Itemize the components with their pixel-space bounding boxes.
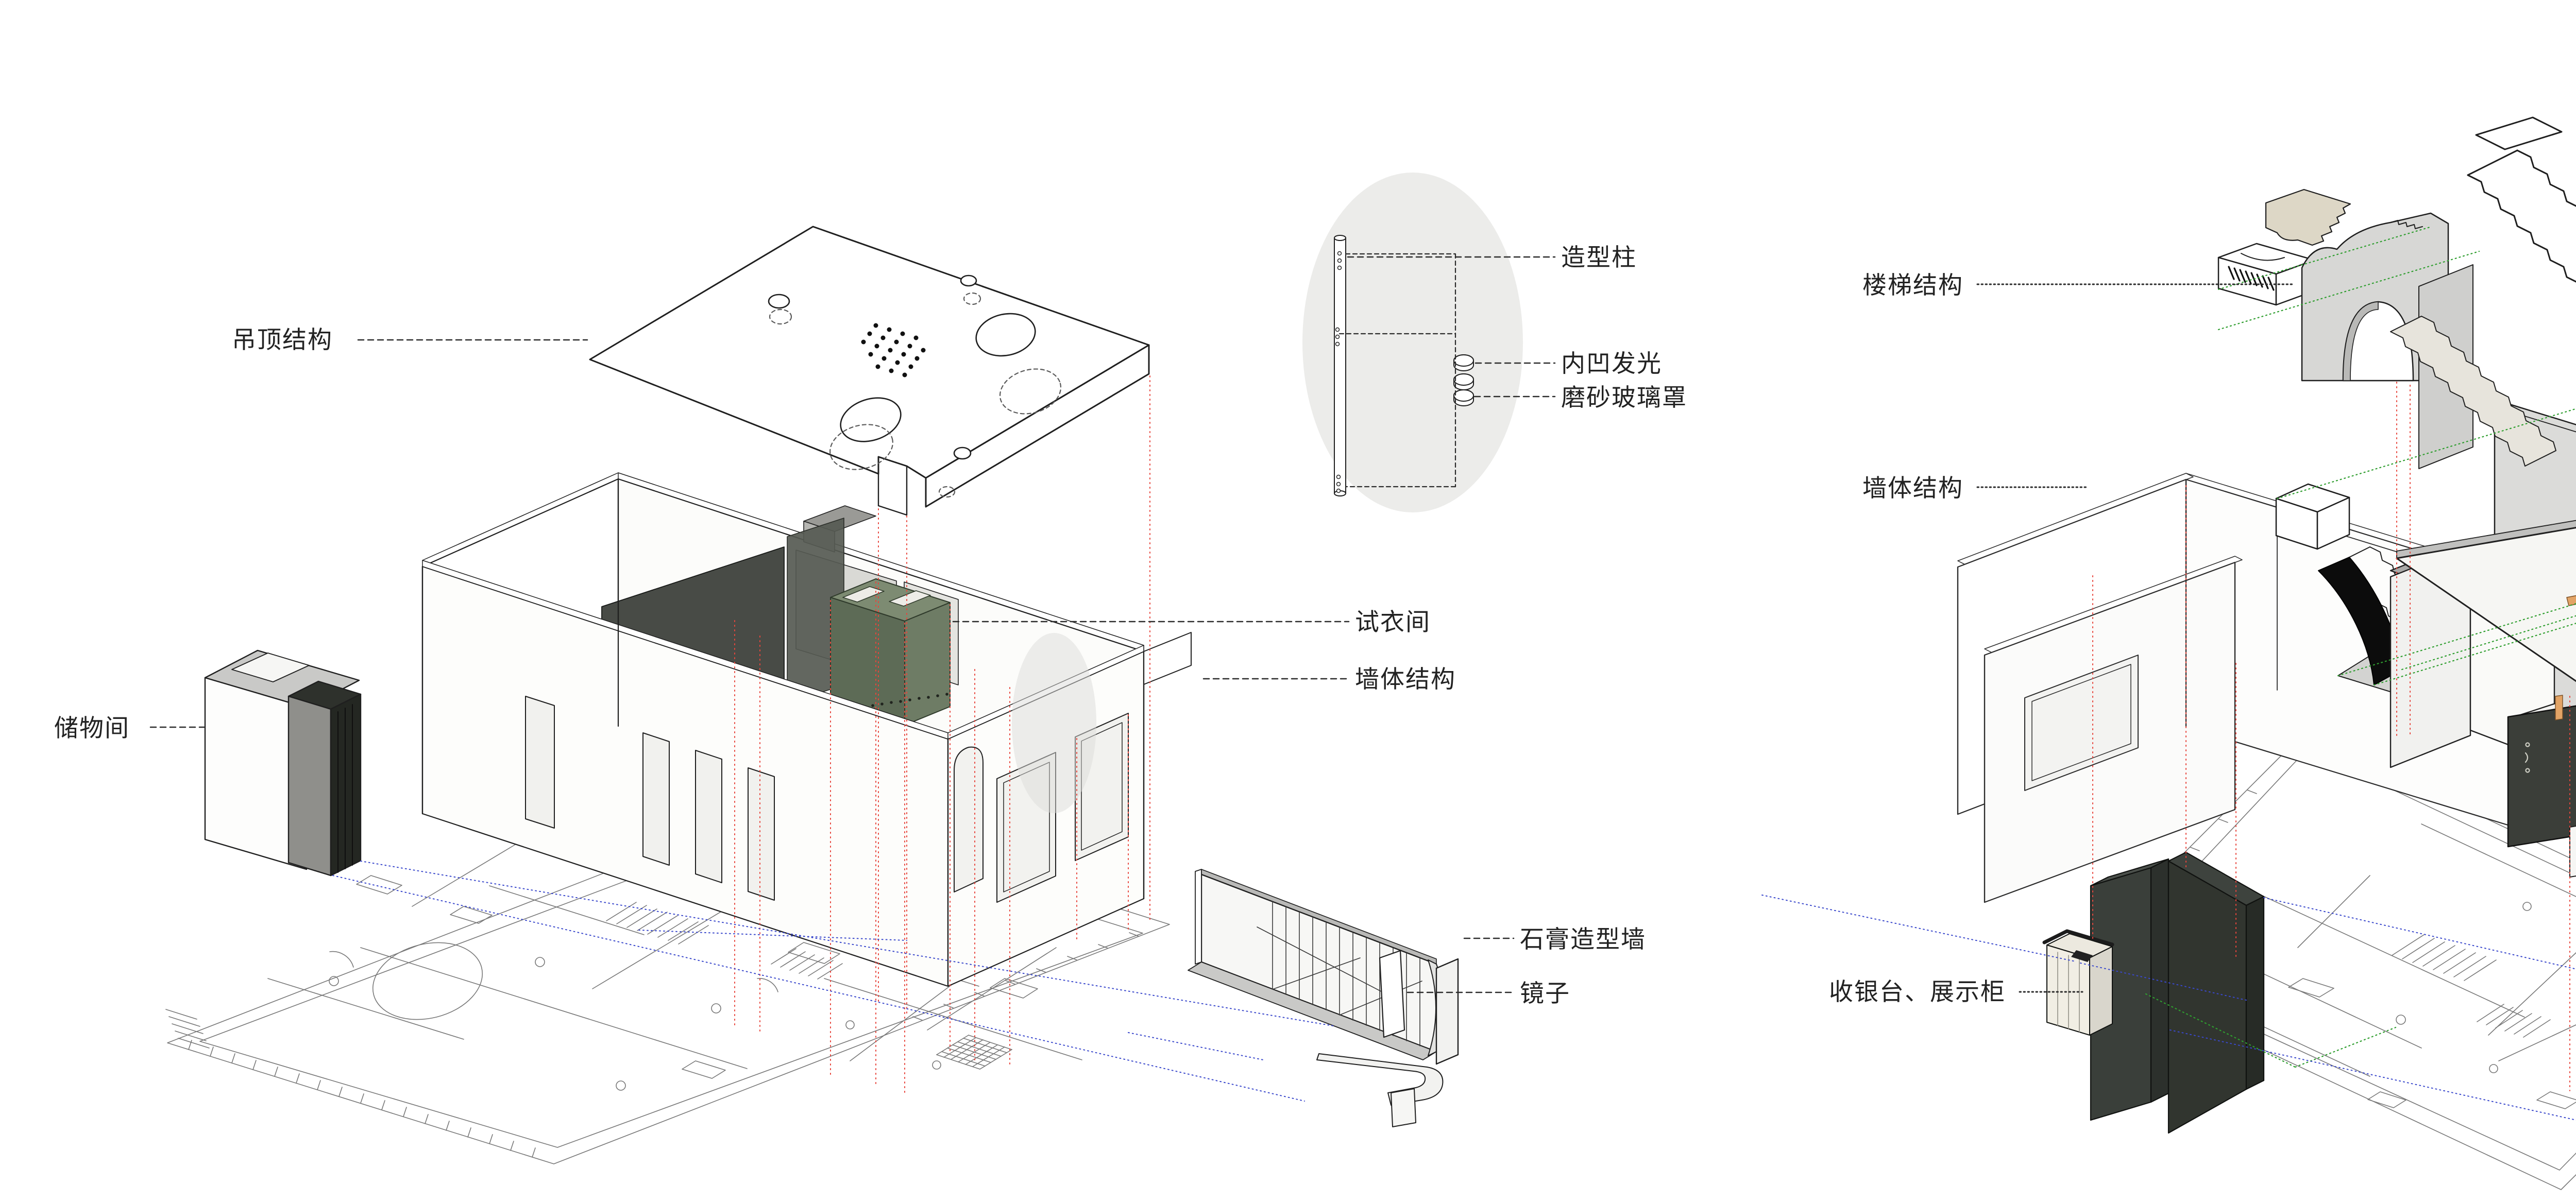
leader-lines-right (1976, 283, 2295, 993)
label-stair-structure: 楼梯结构 (1862, 271, 1963, 299)
projection-lines-right (1761, 226, 2576, 1121)
door-glyphs (2524, 742, 2530, 773)
cashier-display-unit (2042, 851, 2265, 1134)
label-cashier-display: 收银台、展示柜 (1829, 978, 2006, 1005)
label-wall-structure-left: 墙体结构 (1355, 665, 1456, 693)
label-mirror: 镜子 (1520, 980, 1570, 1007)
column-detail (1302, 173, 1523, 512)
label-wall-structure-right: 墙体结构 (1862, 474, 1963, 502)
fitting-room-boxes (830, 578, 951, 726)
perforation-dots (861, 323, 926, 377)
column-spot-dots (1335, 251, 1342, 493)
wall-highlight-ellipse (1012, 633, 1096, 813)
label-recessed-light: 内凹发光 (1561, 350, 1662, 377)
label-storage-room: 储物间 (54, 714, 130, 742)
label-ceiling-structure: 吊顶结构 (232, 326, 333, 353)
label-plaster-feature-wall: 石膏造型墙 (1520, 925, 1646, 953)
label-fitting-room: 试衣间 (1355, 608, 1431, 636)
mirror-panel (1379, 950, 1405, 1038)
leader-lines-left (149, 256, 1556, 993)
storage-room-unit (204, 649, 362, 877)
wall-structure-left-front (421, 478, 1192, 987)
detail-dashed-links (1338, 253, 1456, 488)
black-curved-ramp (2318, 557, 2402, 685)
ceiling-structure-slab (589, 226, 1150, 516)
entry-door-panel (2507, 705, 2576, 848)
label-shaped-column: 造型柱 (1561, 244, 1637, 271)
glass-ring-stack (1453, 354, 1474, 406)
storefront-assembly: LGDJ LGDJ (2389, 520, 2576, 878)
projection-lines-left (332, 375, 1334, 1102)
plaster-wall-and-mirror (1188, 869, 1459, 1127)
orange-handle-tab (2566, 595, 2576, 606)
label-frosted-glass-cover: 磨砂玻璃罩 (1561, 384, 1687, 411)
